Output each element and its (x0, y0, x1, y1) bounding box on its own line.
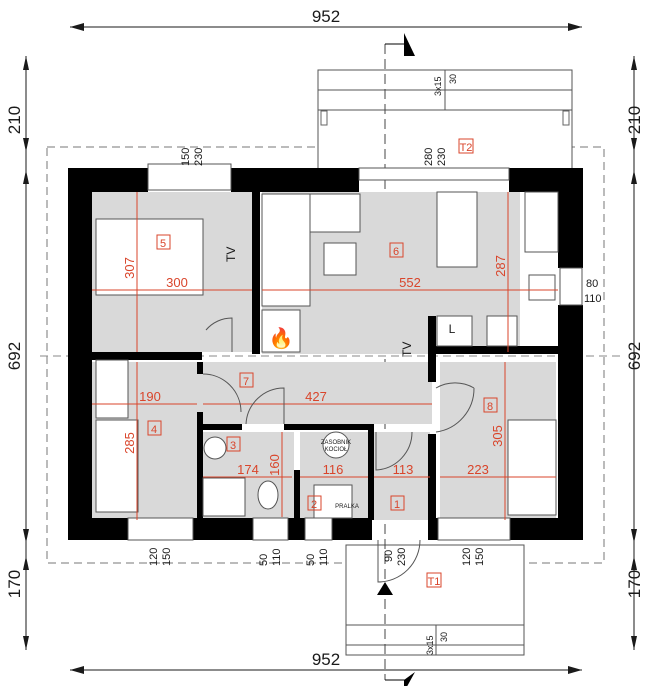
washer (313, 484, 353, 519)
svg-text:552: 552 (399, 275, 421, 290)
sofa (261, 193, 311, 307)
svg-text:110: 110 (584, 293, 602, 305)
doors[interactable] (202, 317, 475, 583)
svg-text:150: 150 (161, 548, 173, 566)
svg-text:120: 120 (461, 548, 473, 566)
entry-depth-right: 170 (625, 570, 644, 598)
room-labels: 5 300 307 6 552 287 7 427 4 190 285 3 17… (122, 234, 508, 511)
terrace-depth-right: 210 (625, 106, 644, 134)
single-bed-4 (95, 419, 139, 513)
svg-text:150: 150 (474, 548, 486, 566)
t1-rise: 30 (439, 632, 449, 642)
furniture (95, 191, 559, 519)
svg-text:113: 113 (393, 462, 414, 477)
washbasin (203, 436, 227, 460)
svg-text:50: 50 (305, 554, 317, 566)
fridge-label: L (449, 322, 456, 336)
tv-label-bedroom: TV (224, 247, 238, 262)
single-bed-8 (507, 419, 557, 516)
t2-rise: 30 (448, 74, 458, 84)
entry-depth-left: 170 (5, 570, 24, 598)
overall-depth-right: 692 (625, 342, 644, 370)
t1-label: T1 (428, 576, 441, 588)
svg-text:174: 174 (237, 462, 259, 477)
svg-text:50: 50 (258, 554, 270, 566)
dining-table (436, 191, 478, 268)
svg-text:8: 8 (487, 401, 493, 413)
svg-text:150: 150 (180, 148, 192, 166)
cooktop (486, 315, 518, 347)
tv-label-living: TV (400, 342, 414, 357)
coffee-table (323, 242, 357, 276)
right-dimensions: 210 692 170 (625, 56, 644, 650)
svg-text:230: 230 (436, 148, 448, 166)
svg-text:6: 6 (393, 246, 399, 258)
overall-depth-left: 692 (5, 342, 24, 370)
svg-text:305: 305 (490, 425, 505, 447)
terrace-depth-left: 210 (5, 106, 24, 134)
top-dimension: 952 (70, 7, 582, 31)
overall-width-bottom: 952 (312, 650, 340, 669)
boiler-label-2: KOCIOŁ (325, 447, 348, 453)
t2-label: T2 (460, 142, 473, 154)
svg-text:287: 287 (493, 255, 508, 277)
fridge (436, 315, 473, 347)
svg-text:3: 3 (230, 440, 236, 452)
boiler-label-1: ZASOBNIK (321, 440, 351, 446)
svg-text:280: 280 (423, 148, 435, 166)
svg-text:160: 160 (267, 454, 282, 476)
svg-text:90: 90 (383, 550, 395, 562)
boiler (322, 431, 350, 459)
svg-text:5: 5 (160, 238, 166, 250)
t1-steps: 3x15 (425, 635, 435, 655)
walls[interactable] (68, 168, 583, 540)
bottom-dimension: 952 (70, 650, 582, 674)
svg-text:1: 1 (394, 499, 400, 511)
terrace-t1: 3x15 30 T1 (345, 544, 525, 656)
svg-text:120: 120 (148, 548, 160, 566)
svg-text:116: 116 (323, 462, 344, 477)
svg-text:230: 230 (193, 148, 205, 166)
double-bed (95, 218, 204, 296)
svg-text:110: 110 (318, 548, 330, 566)
svg-text:285: 285 (122, 432, 137, 454)
shower (202, 477, 246, 517)
svg-text:223: 223 (467, 462, 489, 477)
svg-text:427: 427 (305, 389, 327, 404)
svg-text:2: 2 (311, 499, 317, 511)
toilet (257, 480, 279, 510)
svg-text:307: 307 (122, 257, 137, 279)
svg-text:190: 190 (139, 389, 161, 404)
svg-text:110: 110 (271, 548, 283, 566)
windows (127, 163, 583, 541)
t2-steps: 3x15 (433, 76, 443, 96)
svg-text:7: 7 (243, 376, 249, 388)
washer-label: PRALKA (335, 504, 359, 510)
fire-icon: 🔥 (269, 326, 294, 350)
room-dimensions (92, 192, 558, 520)
svg-text:300: 300 (166, 275, 188, 290)
svg-text:230: 230 (396, 548, 408, 566)
fireplace (261, 309, 301, 353)
svg-text:4: 4 (151, 424, 157, 436)
kitchen-tall-cabinet (524, 191, 559, 253)
svg-text:80: 80 (586, 278, 598, 290)
window-dimensions: 150 230 280 230 80 110 120 150 50 110 50… (148, 148, 602, 566)
left-dimensions: 210 692 170 (5, 56, 29, 650)
wardrobe-4 (95, 359, 129, 419)
overall-width-top: 952 (312, 7, 340, 26)
sink (528, 274, 556, 301)
